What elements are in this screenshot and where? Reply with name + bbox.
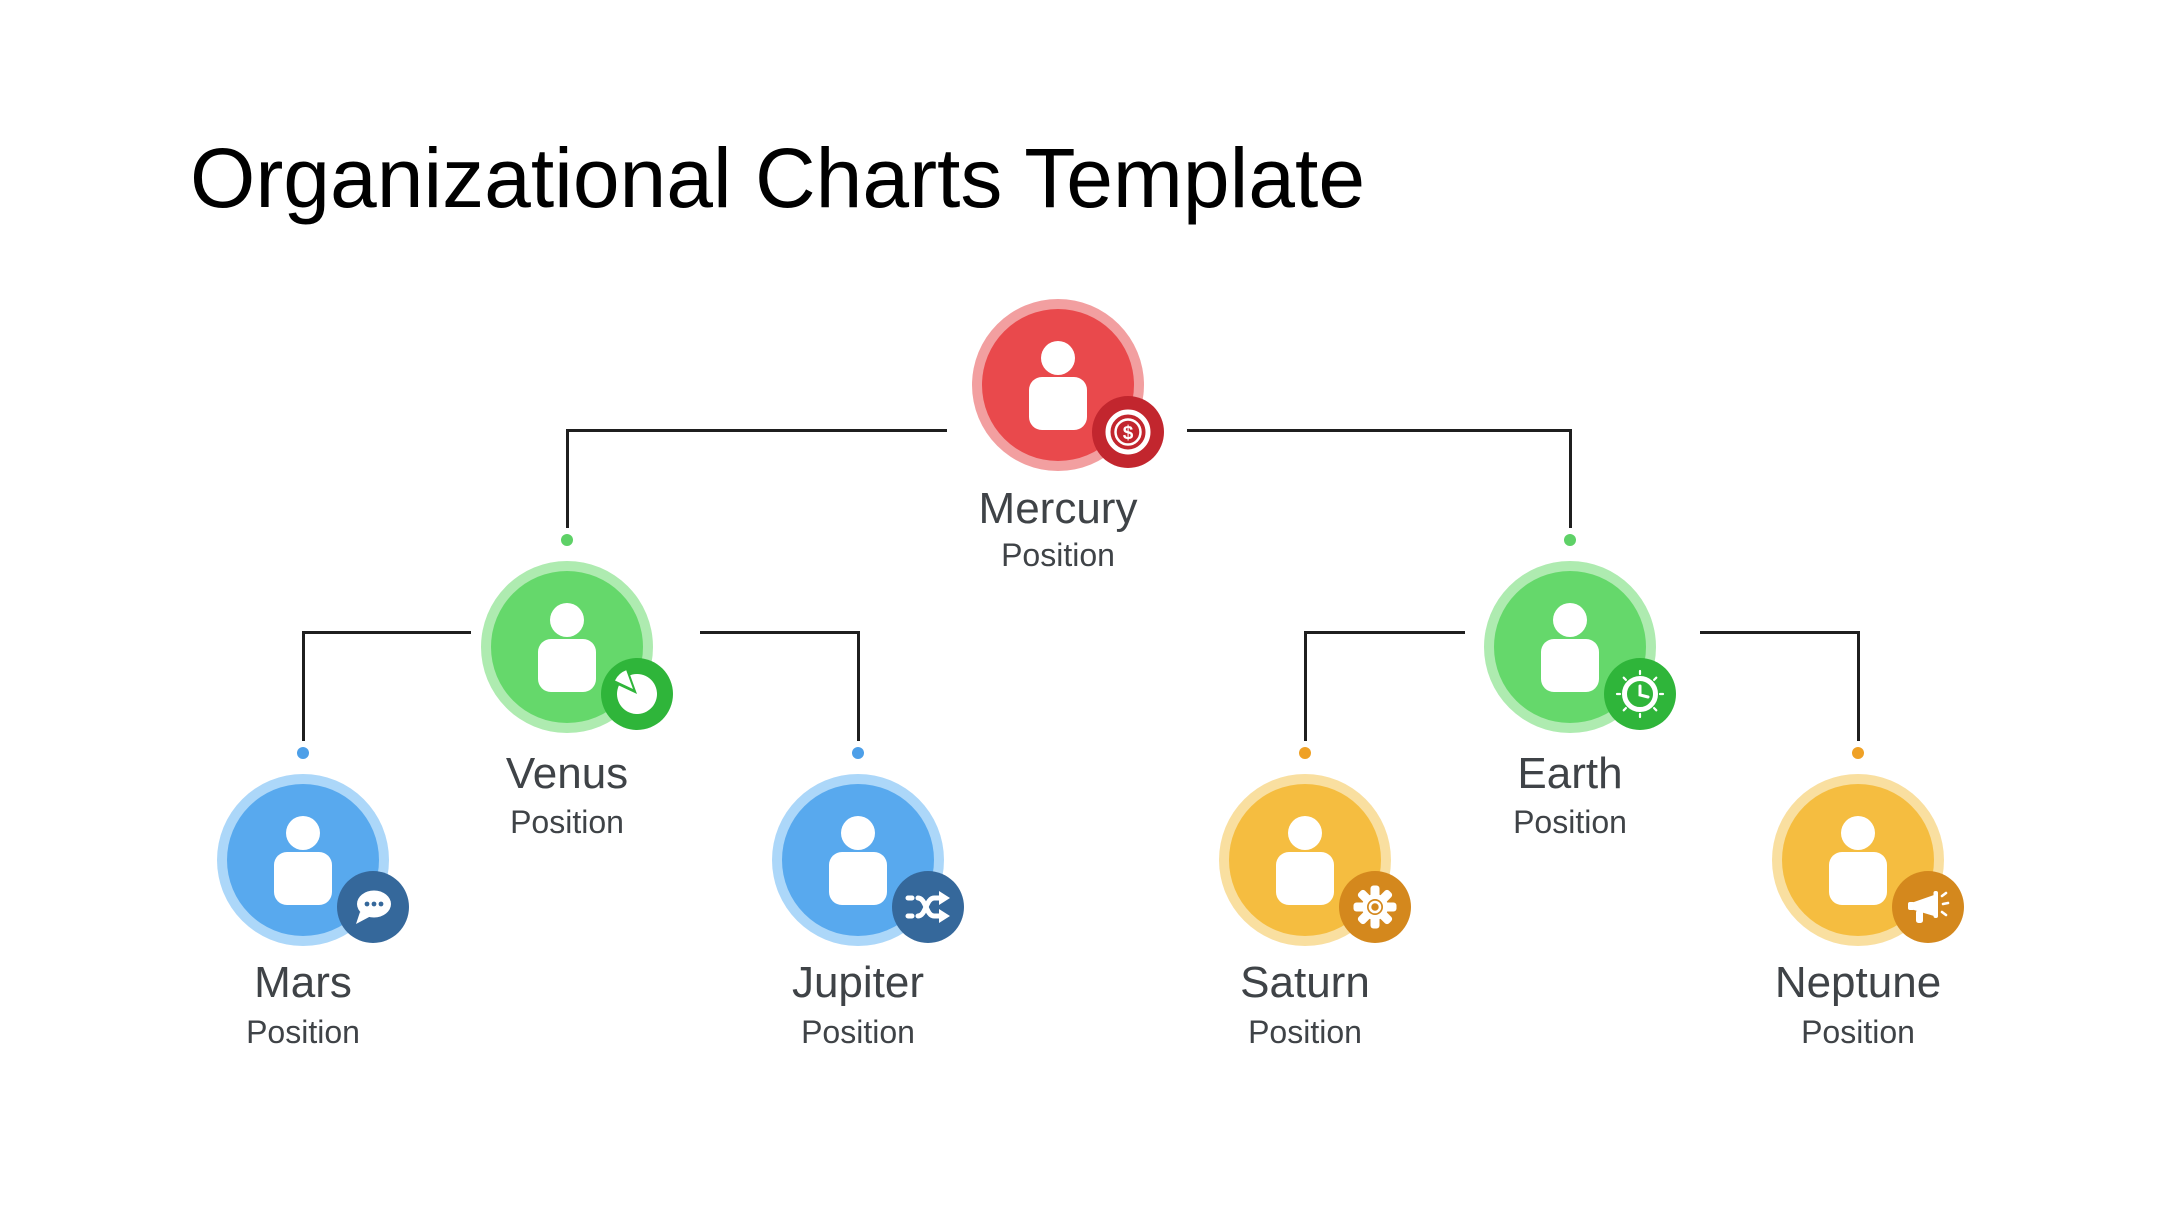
node-name: Neptune (1774, 958, 1942, 1007)
org-node-saturn (1219, 774, 1411, 946)
connector-line (1305, 631, 1465, 634)
node-position: Position (1248, 1014, 1362, 1050)
badge-dollar-coin (1092, 396, 1164, 468)
node-name: Mercury (978, 484, 1138, 533)
org-node-jupiter (772, 774, 964, 946)
connector-line (700, 631, 858, 634)
node-position: Position (510, 804, 624, 840)
badge-chat (337, 871, 409, 943)
connector-line (857, 631, 860, 741)
page-title: Organizational Charts Template (190, 131, 1366, 225)
gear-icon (1352, 884, 1398, 930)
node-position: Position (1801, 1014, 1915, 1050)
badge-megaphone (1892, 871, 1964, 943)
org-node-neptune (1772, 774, 1964, 946)
connector-dot (1564, 534, 1576, 546)
connector-dot (1299, 747, 1311, 759)
connector-line (567, 429, 947, 432)
node-name: Jupiter (791, 958, 925, 1007)
node-position: Position (1513, 804, 1627, 840)
connector-line (302, 631, 305, 741)
org-node-earth (1484, 561, 1676, 733)
node-name: Saturn (1240, 958, 1370, 1007)
connector-dot (561, 534, 573, 546)
chat-icon (356, 890, 391, 924)
pie-chart-icon (615, 670, 657, 715)
badge-clock (1604, 658, 1676, 730)
node-position: Position (801, 1014, 915, 1050)
org-node-venus (481, 561, 673, 733)
org-node-mars (217, 774, 409, 946)
connector-line (303, 631, 471, 634)
shuffle-icon (892, 871, 964, 943)
connector-line (1857, 631, 1860, 741)
node-position: Position (246, 1014, 360, 1050)
node-position: Position (1001, 537, 1115, 573)
megaphone-icon (1906, 889, 1950, 925)
dollar-coin-icon (1092, 396, 1164, 468)
connector-line (1304, 631, 1307, 741)
connector-dot (852, 747, 864, 759)
connector-line (566, 429, 569, 528)
connector-dot (297, 747, 309, 759)
node-name: Earth (1517, 749, 1623, 798)
badge-pie-chart (601, 658, 673, 730)
connector-dot (1852, 747, 1864, 759)
connector-line (1569, 429, 1572, 528)
node-name: Venus (505, 749, 629, 798)
connector-line (1187, 429, 1571, 432)
badge-gear (1339, 871, 1411, 943)
connector-line (1700, 631, 1858, 634)
org-node-mercury (972, 299, 1164, 471)
node-name: Mars (254, 958, 352, 1007)
badge-shuffle (892, 871, 964, 943)
clock-icon (1604, 658, 1676, 730)
